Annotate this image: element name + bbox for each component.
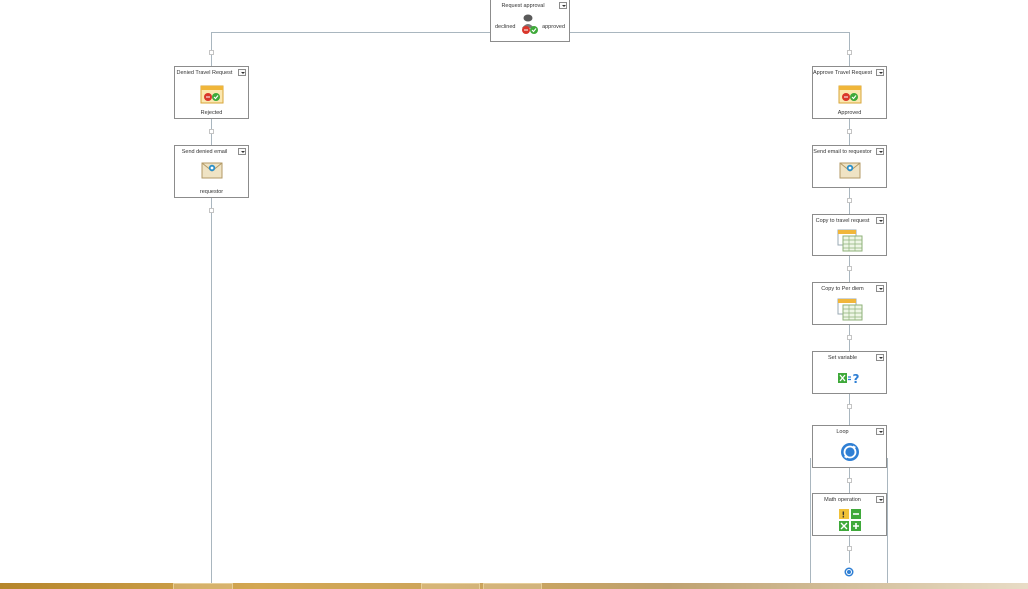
svg-text:?: ? (852, 372, 859, 385)
connector-port[interactable] (847, 266, 852, 271)
loop-node[interactable]: Loop (812, 425, 887, 468)
status-label: Rejected (200, 110, 223, 116)
node-menu-button[interactable] (876, 496, 884, 503)
approve-travel-request-node[interactable]: Approve Travel Request Approved (812, 66, 887, 119)
connector-port[interactable] (847, 129, 852, 134)
connector-line (849, 32, 850, 67)
svg-text:!: ! (841, 511, 845, 520)
loop-icon (840, 442, 860, 462)
copy-list-icon (837, 229, 863, 252)
loop-container-border (810, 458, 811, 583)
copy-list-icon (837, 298, 863, 321)
set-variable-icon: ? (837, 371, 863, 386)
connector-port[interactable] (847, 198, 852, 203)
node-title: Math operation (824, 497, 861, 503)
connector-port[interactable] (209, 50, 214, 55)
connector-line (849, 393, 850, 426)
loop-end-icon[interactable] (844, 564, 854, 577)
connector-port[interactable] (847, 404, 852, 409)
taskbar-button[interactable] (173, 583, 233, 589)
node-title: Send email to requestor (813, 149, 872, 155)
connector-line (569, 32, 849, 33)
send-denied-email-node[interactable]: Send denied email requestor (174, 145, 249, 198)
node-menu-button[interactable] (876, 217, 884, 224)
node-menu-button[interactable] (876, 285, 884, 292)
node-title: Copy to Per diem (821, 286, 864, 292)
connector-port[interactable] (209, 208, 214, 213)
taskbar-button[interactable] (483, 583, 542, 589)
recipient-label: requestor (199, 189, 224, 195)
loop-container-border (887, 458, 888, 583)
request-approval-node[interactable]: Request approval declined approved (490, 0, 570, 42)
math-operation-icon: ! (838, 508, 862, 532)
node-title: Send denied email (181, 149, 228, 155)
connector-line (211, 197, 212, 583)
approval-person-icon (518, 14, 542, 36)
connector-line (211, 32, 491, 33)
connector-port[interactable] (847, 478, 852, 483)
connector-port[interactable] (847, 335, 852, 340)
node-title: Denied Travel Request (176, 70, 233, 76)
status-label: Approved (837, 110, 862, 116)
node-menu-button[interactable] (876, 428, 884, 435)
declined-label: declined (495, 24, 516, 30)
taskbar (0, 583, 1028, 589)
copy-to-travel-request-node[interactable]: Copy to travel request (812, 214, 887, 256)
status-approval-icon (838, 85, 862, 104)
status-approval-icon (200, 85, 224, 104)
node-menu-button[interactable] (876, 69, 884, 76)
connector-port[interactable] (847, 546, 852, 551)
taskbar-button[interactable] (421, 583, 480, 589)
denied-travel-request-node[interactable]: Denied Travel Request Rejected (174, 66, 249, 119)
node-menu-button[interactable] (238, 148, 246, 155)
connector-line (211, 32, 212, 67)
send-email-to-requestor-node[interactable]: Send email to requestor (812, 145, 887, 188)
node-title: Copy to travel request (815, 218, 870, 224)
node-menu-button[interactable] (876, 148, 884, 155)
node-title: Loop (836, 429, 849, 435)
copy-to-per-diem-node[interactable]: Copy to Per diem (812, 282, 887, 325)
node-title: Approve Travel Request (813, 70, 872, 76)
node-title: Set variable (827, 355, 858, 361)
node-menu-button[interactable] (559, 2, 567, 9)
set-variable-node[interactable]: Set variable ? (812, 351, 887, 394)
approved-label: approved (542, 24, 565, 30)
math-operation-node[interactable]: Math operation ! (812, 493, 887, 536)
email-icon (201, 162, 223, 179)
node-menu-button[interactable] (876, 354, 884, 361)
connector-port[interactable] (209, 129, 214, 134)
node-title: Request approval (501, 3, 545, 9)
node-menu-button[interactable] (238, 69, 246, 76)
connector-port[interactable] (847, 50, 852, 55)
email-icon (839, 162, 861, 179)
